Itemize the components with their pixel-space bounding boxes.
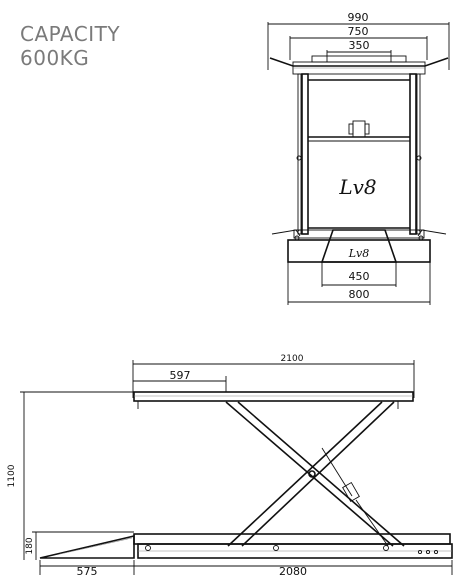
dimension-990-label: 990 [348,11,369,24]
capacity-block: CAPACITY 600KG [20,22,120,70]
dimension-180: 180 [25,531,134,560]
dimension-597: 597 [133,369,227,392]
side-base [133,533,453,559]
front-frame [296,73,422,235]
dimension-800: 800 [287,262,431,305]
dimension-1100: 1100 [7,391,134,560]
capacity-value: 600KG [20,46,90,70]
base-logo: Lv8 [348,247,370,260]
dimension-450: 450 [321,262,397,287]
scissor-arms [225,401,405,547]
dimension-750: 750 [289,25,428,60]
dimension-1100-label: 1100 [7,464,17,487]
dimension-2100-label: 2100 [281,354,304,364]
dimension-750-label: 750 [348,25,369,38]
dimension-800-label: 800 [349,288,370,301]
front-base: Lv8 [287,229,431,263]
dimension-990: 990 [267,11,450,70]
side-view: 2100 597 [7,354,453,575]
dimension-350-label: 350 [349,39,370,52]
capacity-label: CAPACITY [20,22,121,46]
front-platform [269,55,449,75]
front-logo: Lv8 [338,175,376,199]
side-platform [133,391,414,409]
front-view: 990 750 350 [267,11,450,305]
dimension-180-label: 180 [25,537,35,554]
dimension-350: 350 [326,39,392,62]
dimension-2080-label: 2080 [279,565,307,575]
dimension-575-label: 575 [77,565,98,575]
dimension-450-label: 450 [349,270,370,283]
dimension-597-label: 597 [170,369,191,382]
ramp [39,534,135,559]
dimension-bottom: 575 2080 [39,560,453,575]
